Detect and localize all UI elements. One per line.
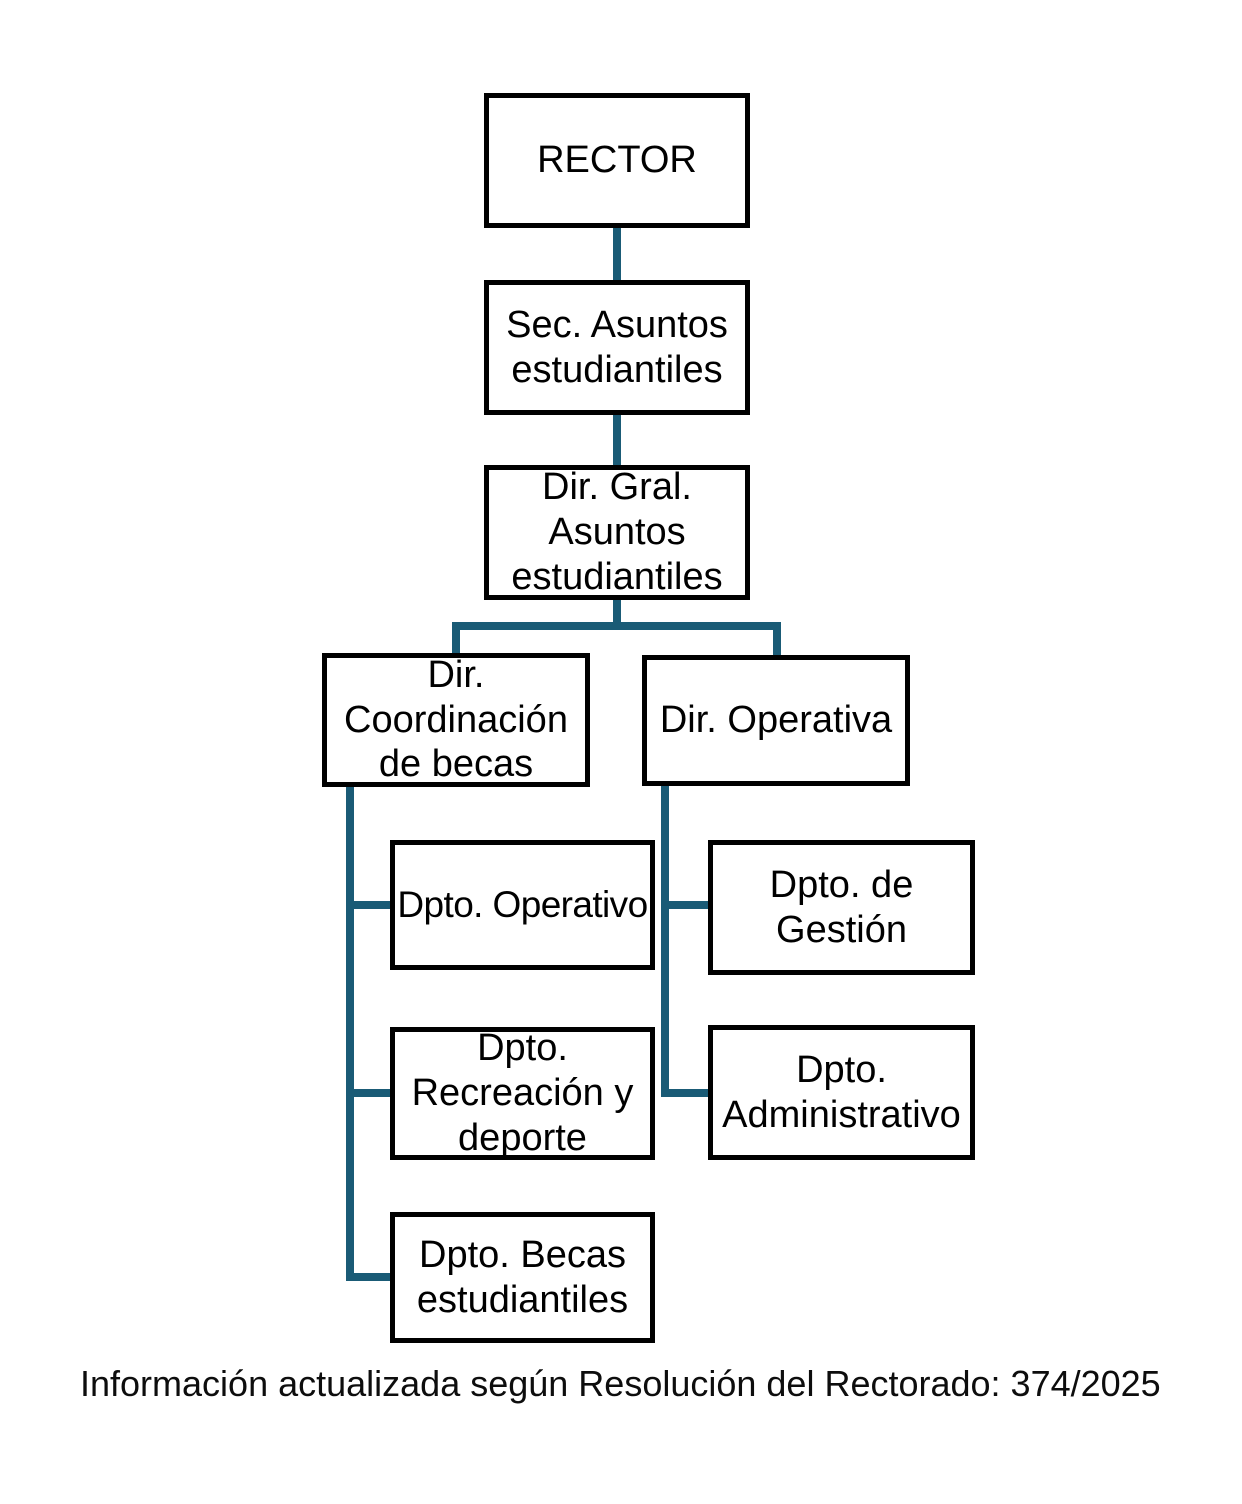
connector-bus-to-coordinacion: [452, 622, 460, 655]
connector-operativa-stub-gestion: [661, 901, 712, 909]
connector-coordinacion-stub-recreacion: [346, 1089, 394, 1097]
connector-coordinacion-spine: [346, 785, 354, 1281]
node-dpto-administrativo[interactable]: Dpto. Administrativo: [708, 1025, 975, 1160]
node-dpto-becas-estudiantiles[interactable]: Dpto. Becas estudiantiles: [390, 1212, 655, 1343]
connector-dirgral-trunk: [613, 598, 621, 629]
connector-operativa-stub-administrativo: [661, 1089, 712, 1097]
node-dpto-recreacion-y-deporte[interactable]: Dpto. Recreación y deporte: [390, 1027, 655, 1160]
connector-operativa-spine: [661, 784, 669, 1097]
footer-resolution-note: Información actualizada según Resolución…: [80, 1363, 1161, 1404]
connector-bus-to-operativa: [773, 622, 781, 657]
node-dir-operativa[interactable]: Dir. Operativa: [642, 655, 910, 786]
node-dir-coordinacion-de-becas[interactable]: Dir. Coordinación de becas: [322, 653, 590, 787]
node-dpto-operativo[interactable]: Dpto. Operativo: [390, 840, 655, 970]
node-dpto-de-gestion[interactable]: Dpto. de Gestión: [708, 840, 975, 975]
node-rector[interactable]: RECTOR: [484, 93, 750, 228]
connector-sec-to-dirgral: [613, 413, 621, 467]
connector-rector-to-sec: [613, 226, 621, 282]
connector-bus-horizontal: [452, 622, 781, 630]
connector-coordinacion-stub-operativo: [346, 901, 394, 909]
node-sec-asuntos-estudiantiles[interactable]: Sec. Asuntos estudiantiles: [484, 280, 750, 415]
node-dir-gral-asuntos-estudiantiles[interactable]: Dir. Gral. Asuntos estudiantiles: [484, 465, 750, 600]
connector-coordinacion-stub-becas: [346, 1273, 394, 1281]
